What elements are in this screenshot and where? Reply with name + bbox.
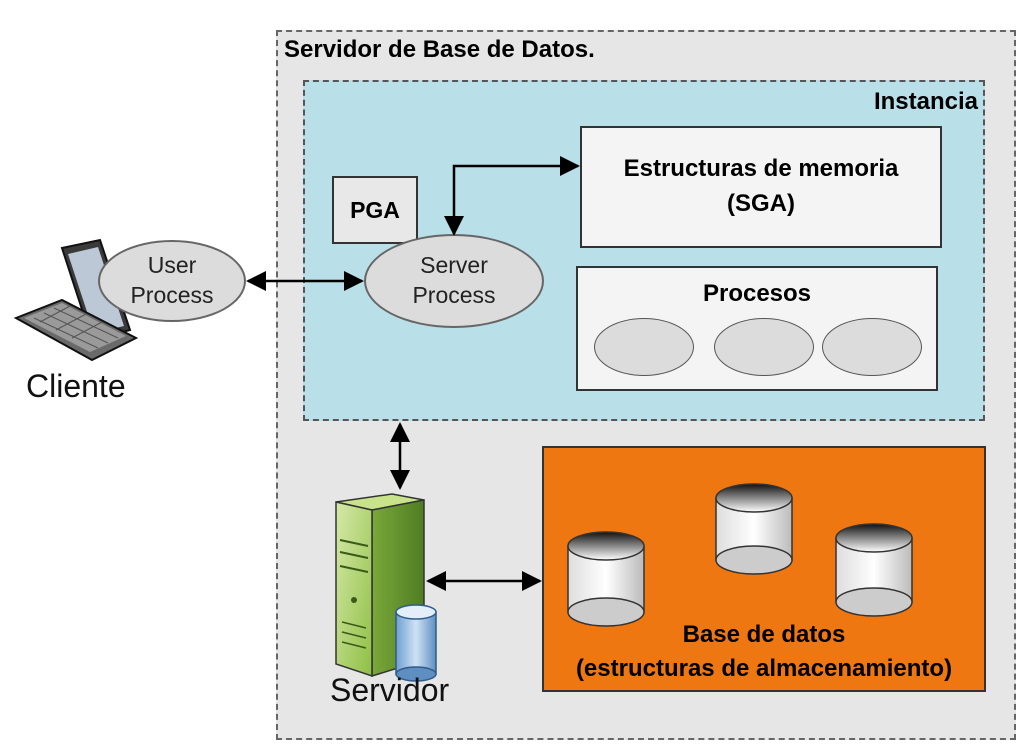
sga-label-line2: (SGA) [727,190,795,217]
server-label: Servidor [330,672,450,708]
process-oval-3 [822,318,922,376]
database-title-line2: (estructuras de almacenamiento) [575,654,953,682]
database-title: Base de datos (estructuras de almacenami… [542,618,986,685]
sga-box: Estructuras de memoria (SGA) [580,126,942,248]
client-label: Cliente [26,368,126,404]
db-cylinder-3 [835,523,913,617]
procesos-title: Procesos [702,280,812,307]
server-tower-icon [335,493,437,682]
process-oval-1 [594,318,694,376]
process-oval-2 [714,318,814,376]
server-process-line2: Process [412,282,496,308]
db-cylinder-2 [715,483,793,575]
database-cylinder-icon [567,483,913,627]
user-process-line2: Process [130,282,214,308]
server-process-line1: Server [420,252,488,279]
sga-label-line1: Estructuras de memoria [623,155,899,183]
database-server-title: Servidor de Base de Datos. [284,36,595,63]
database-title-line1: Base de datos [682,621,846,648]
instance-title: Instancia [873,88,978,115]
pga-label: PGA [350,196,400,223]
user-process-line1: User [147,252,197,279]
connectors [246,156,580,591]
pga-box: PGA [332,176,418,244]
server-process-oval: Server Process [364,234,544,328]
db-cylinder-1 [567,531,645,627]
server-sga-arrow [444,156,580,236]
user-process-oval: User Process [98,240,246,322]
